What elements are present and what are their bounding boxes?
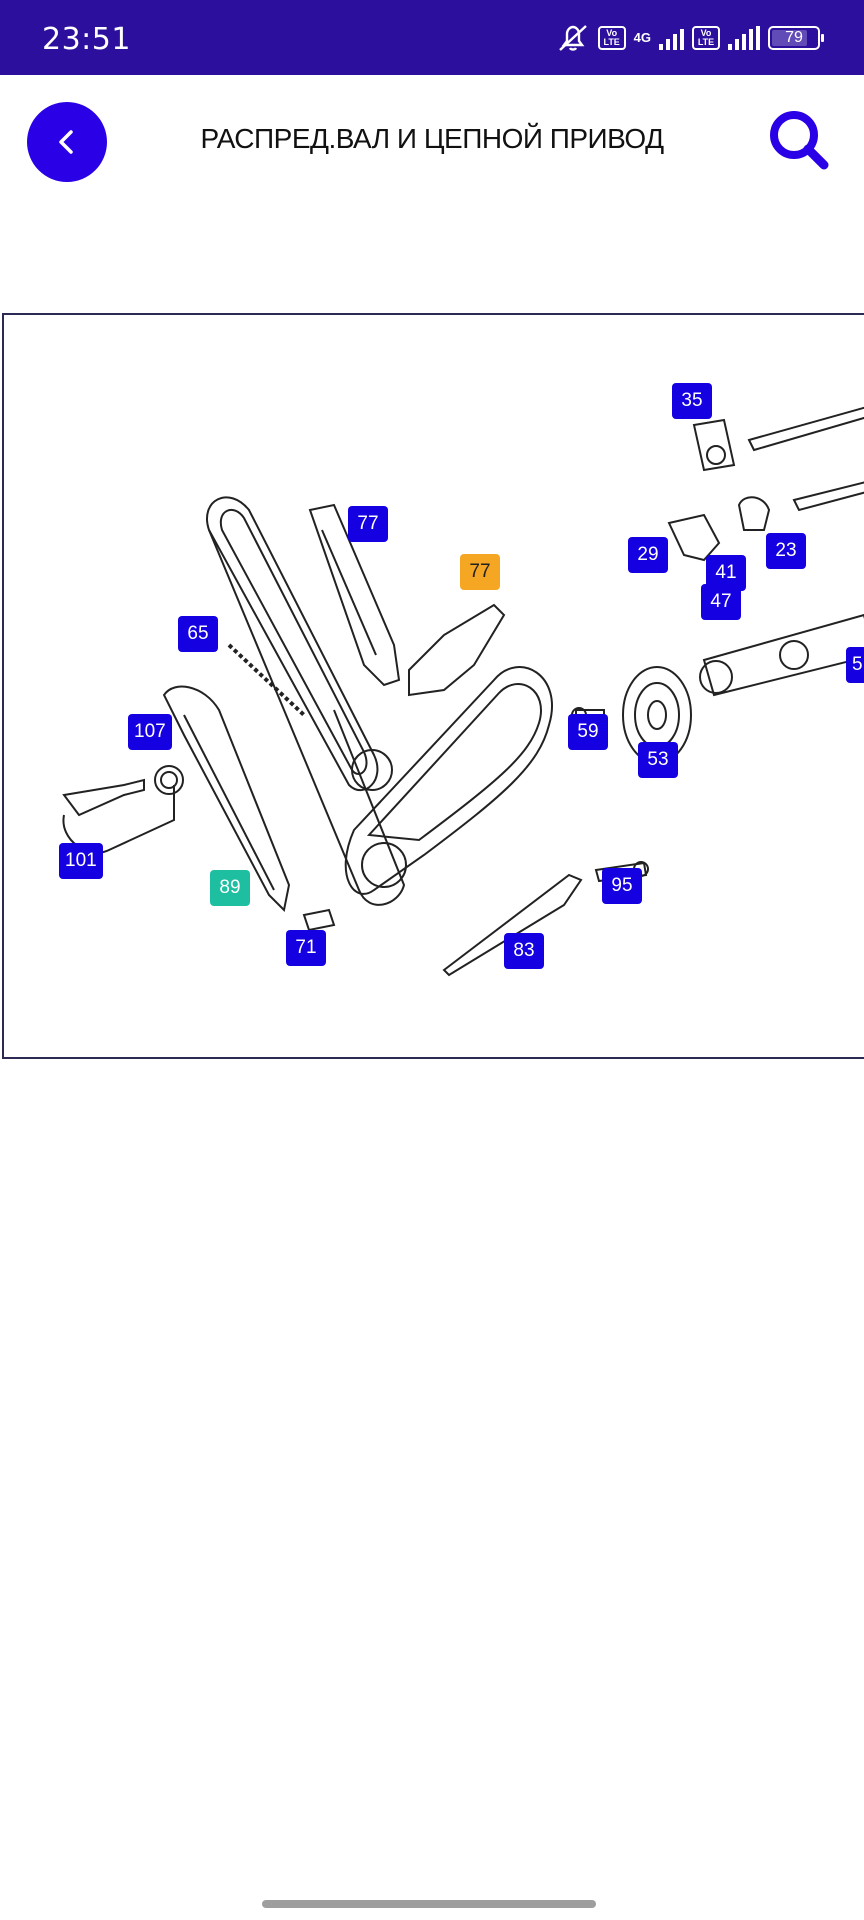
- status-time: 23:51: [42, 22, 131, 57]
- camshaft: [702, 613, 864, 697]
- callout-95[interactable]: 95: [602, 868, 642, 904]
- guide-rail-lower: [442, 873, 583, 977]
- timing-chain-upper: [206, 496, 379, 792]
- battery-fill: [772, 30, 807, 46]
- network-type-label: 4G: [633, 30, 651, 45]
- volte-sub-label-2: LTE: [697, 37, 715, 47]
- status-bar: 23:51 Vo LTE 4G Vo LTE 79: [0, 0, 864, 75]
- search-icon: [770, 111, 829, 170]
- tensioner-rail: [162, 685, 291, 913]
- search-button[interactable]: [764, 105, 834, 175]
- callout-101[interactable]: 101: [59, 843, 103, 879]
- volte-icon-2: Vo LTE: [692, 26, 720, 50]
- rocker-arm-29: [667, 513, 721, 562]
- sprocket-lower: [361, 842, 407, 888]
- volte-label-2: Vo: [700, 28, 712, 38]
- callout-53[interactable]: 53: [638, 742, 678, 778]
- rocker-arm-23: [737, 496, 771, 531]
- status-icons: Vo LTE 4G Vo LTE 79: [556, 22, 824, 54]
- home-indicator[interactable]: [262, 1900, 596, 1908]
- muted-notifications-icon: [558, 25, 587, 51]
- page-title: РАСПРЕД.ВАЛ И ЦЕПНОЙ ПРИВОД: [200, 123, 664, 154]
- signal-strength-icon-2: [728, 26, 760, 50]
- signal-strength-icon: [659, 26, 684, 50]
- callout-77-selected[interactable]: 77: [460, 554, 500, 590]
- volte-icon: Vo LTE: [597, 26, 626, 50]
- chain-link: [302, 908, 336, 932]
- volte-sub-label: LTE: [603, 37, 620, 47]
- rocker-shaft-lower: [792, 481, 864, 512]
- rocker-arm-35: [692, 418, 736, 472]
- timing-chain-lower: [344, 666, 553, 895]
- callout-89[interactable]: 89: [210, 870, 250, 906]
- callout-77[interactable]: 77: [348, 506, 388, 542]
- timing-chain-main: [208, 529, 406, 906]
- callout-29[interactable]: 29: [628, 537, 668, 573]
- back-button[interactable]: [27, 102, 107, 182]
- callout-83[interactable]: 83: [504, 933, 544, 969]
- parts-diagram[interactable]: 35 77 77 29 23 41 47 65 5 107 59 53 101 …: [2, 313, 864, 1059]
- battery-level: 79: [785, 29, 803, 46]
- callout-71[interactable]: 71: [286, 930, 326, 966]
- guide-rail-upper: [308, 503, 401, 687]
- callout-47[interactable]: 47: [701, 584, 741, 620]
- network-4g-icon: 4G: [633, 30, 651, 45]
- callout-65[interactable]: 65: [178, 616, 218, 652]
- callout-107[interactable]: 107: [128, 714, 172, 750]
- chevron-left-icon: [59, 130, 73, 154]
- rocker-shaft-upper: [747, 406, 864, 452]
- sprocket-upper: [351, 749, 393, 791]
- camshaft-chain-drive-drawing: [62, 406, 864, 977]
- callout-35[interactable]: 35: [672, 383, 712, 419]
- battery-icon: 79: [768, 26, 824, 50]
- volte-label: Vo: [606, 28, 618, 38]
- guide-rail-selected: [408, 603, 506, 697]
- callout-23[interactable]: 23: [766, 533, 806, 569]
- chain-tensioner: [62, 778, 145, 817]
- callout-59[interactable]: 59: [568, 714, 608, 750]
- app-header: РАСПРЕД.ВАЛ И ЦЕПНОЙ ПРИВОД: [0, 75, 864, 205]
- callout-5[interactable]: 5: [846, 647, 864, 683]
